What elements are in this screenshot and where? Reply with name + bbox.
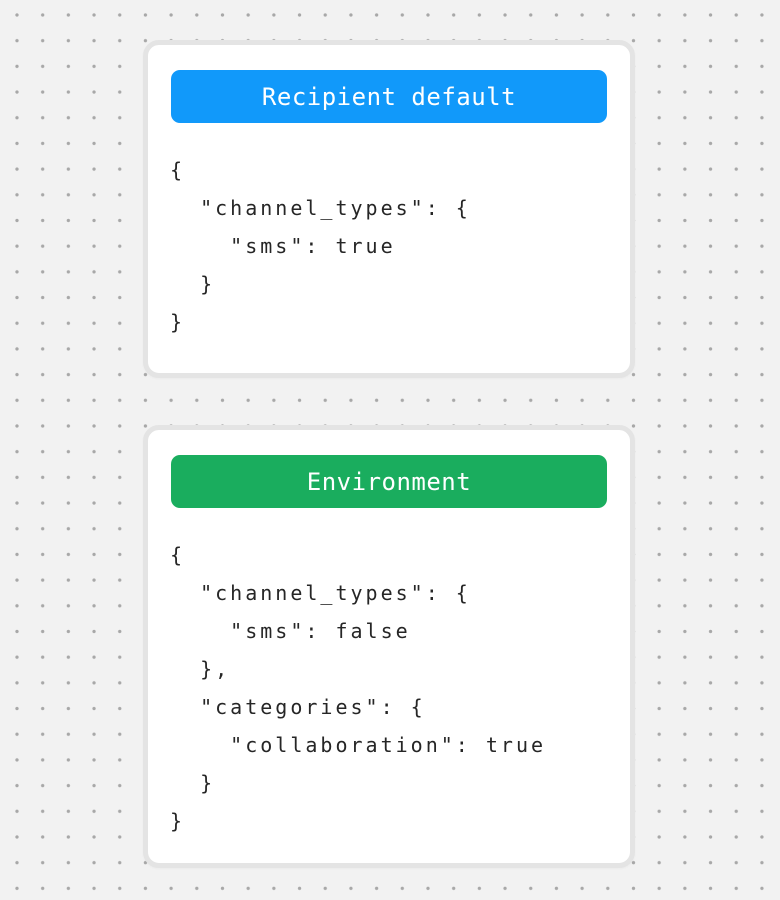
recipient-default-header-label: Recipient default [261,82,517,111]
environment-card: Environment { "channel_types": { "sms": … [143,425,635,868]
code-line: } [170,310,186,334]
environment-code-block: { "channel_types": { "sms": false }, "ca… [170,536,607,840]
code-line: "sms": true [170,234,396,258]
recipient-default-card: Recipient default { "channel_types": { "… [143,40,635,378]
environment-header-badge: Environment [171,455,607,508]
code-line: } [170,272,216,296]
code-line: "channel_types": { [170,196,471,220]
code-line: } [170,809,186,833]
code-line: "channel_types": { [170,581,471,605]
code-line: { [170,158,186,182]
code-line: "sms": false [170,619,411,643]
code-line: "categories": { [170,695,426,719]
code-line: }, [170,657,231,681]
code-line: "collaboration": true [170,733,547,757]
recipient-default-code-block: { "channel_types": { "sms": true }} [170,151,607,341]
recipient-default-header-badge: Recipient default [171,70,607,123]
code-line: { [170,543,186,567]
environment-header-label: Environment [306,467,472,496]
code-line: } [170,771,216,795]
